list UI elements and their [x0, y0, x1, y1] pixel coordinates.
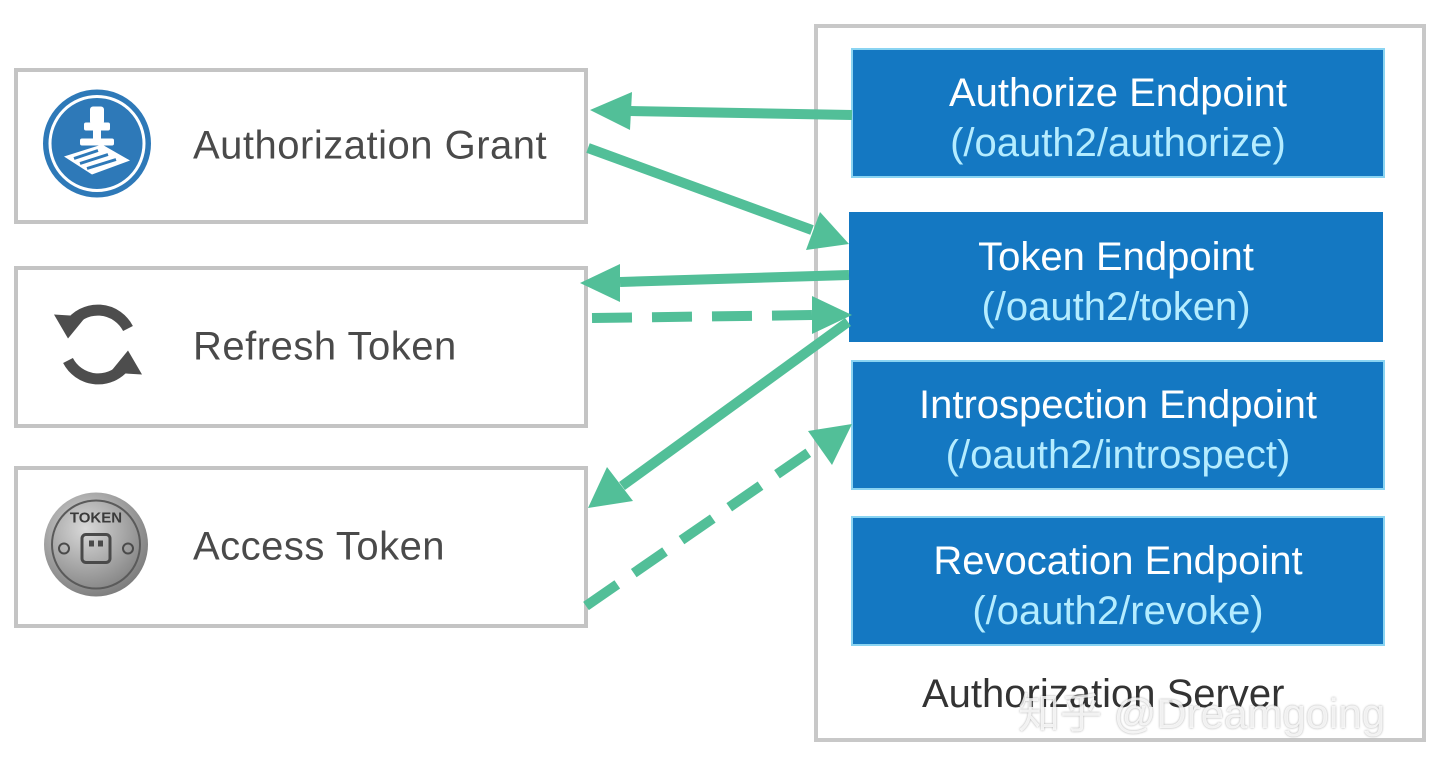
arrowhead-refresh-to-token	[812, 296, 852, 334]
stamp-icon	[42, 89, 152, 204]
refresh-icon	[48, 295, 148, 400]
refresh-token-label: Refresh Token	[193, 324, 457, 369]
arrow-refresh-to-token	[591, 310, 815, 323]
introspection-endpoint-path: (/oauth2/introspect)	[945, 433, 1291, 477]
arrowhead-authorize-to-grant	[590, 92, 632, 130]
authorization-grant-box: Authorization Grant	[14, 68, 588, 224]
authorize-endpoint-path: (/oauth2/authorize)	[950, 121, 1286, 165]
access-token-label: Access Token	[193, 524, 446, 569]
arrowhead-access-to-introspection	[808, 424, 852, 465]
token-endpoint-box: Token Endpoint (/oauth2/token)	[849, 212, 1383, 342]
authorize-endpoint-title: Authorize Endpoint	[948, 71, 1287, 115]
revocation-endpoint-path: (/oauth2/revoke)	[972, 589, 1264, 633]
watermark: 知乎 @Dreamgoing	[1018, 690, 1386, 737]
arrow-token-to-refresh	[619, 270, 850, 287]
access-token-box: TOKEN Access Token	[14, 466, 588, 628]
introspection-endpoint-title: Introspection Endpoint	[918, 383, 1318, 427]
introspection-endpoint-box: Introspection Endpoint (/oauth2/introspe…	[851, 360, 1385, 490]
arrow-access-to-introspection	[583, 441, 821, 611]
token-endpoint-title: Token Endpoint	[978, 235, 1254, 279]
refresh-token-box: Refresh Token	[14, 266, 588, 428]
authorization-grant-label: Authorization Grant	[193, 123, 548, 168]
authorization-server-label: Authorization Server	[922, 672, 1285, 716]
revocation-endpoint-title: Revocation Endpoint	[933, 539, 1303, 583]
arrow-authorize-to-grant	[629, 106, 853, 120]
arrowhead-grant-to-token	[806, 212, 849, 250]
arrow-grant-to-token	[586, 143, 814, 235]
arrow-token-to-access	[619, 317, 851, 491]
token-coin-icon: TOKEN	[42, 491, 150, 604]
token-endpoint-path: (/oauth2/token)	[981, 285, 1251, 329]
svg-text:TOKEN: TOKEN	[70, 510, 122, 527]
authorize-endpoint-box: Authorize Endpoint (/oauth2/authorize)	[851, 48, 1385, 178]
arrowhead-token-to-refresh	[580, 264, 620, 302]
revocation-endpoint-box: Revocation Endpoint (/oauth2/revoke)	[851, 516, 1385, 646]
arrowhead-token-to-access	[588, 467, 633, 508]
